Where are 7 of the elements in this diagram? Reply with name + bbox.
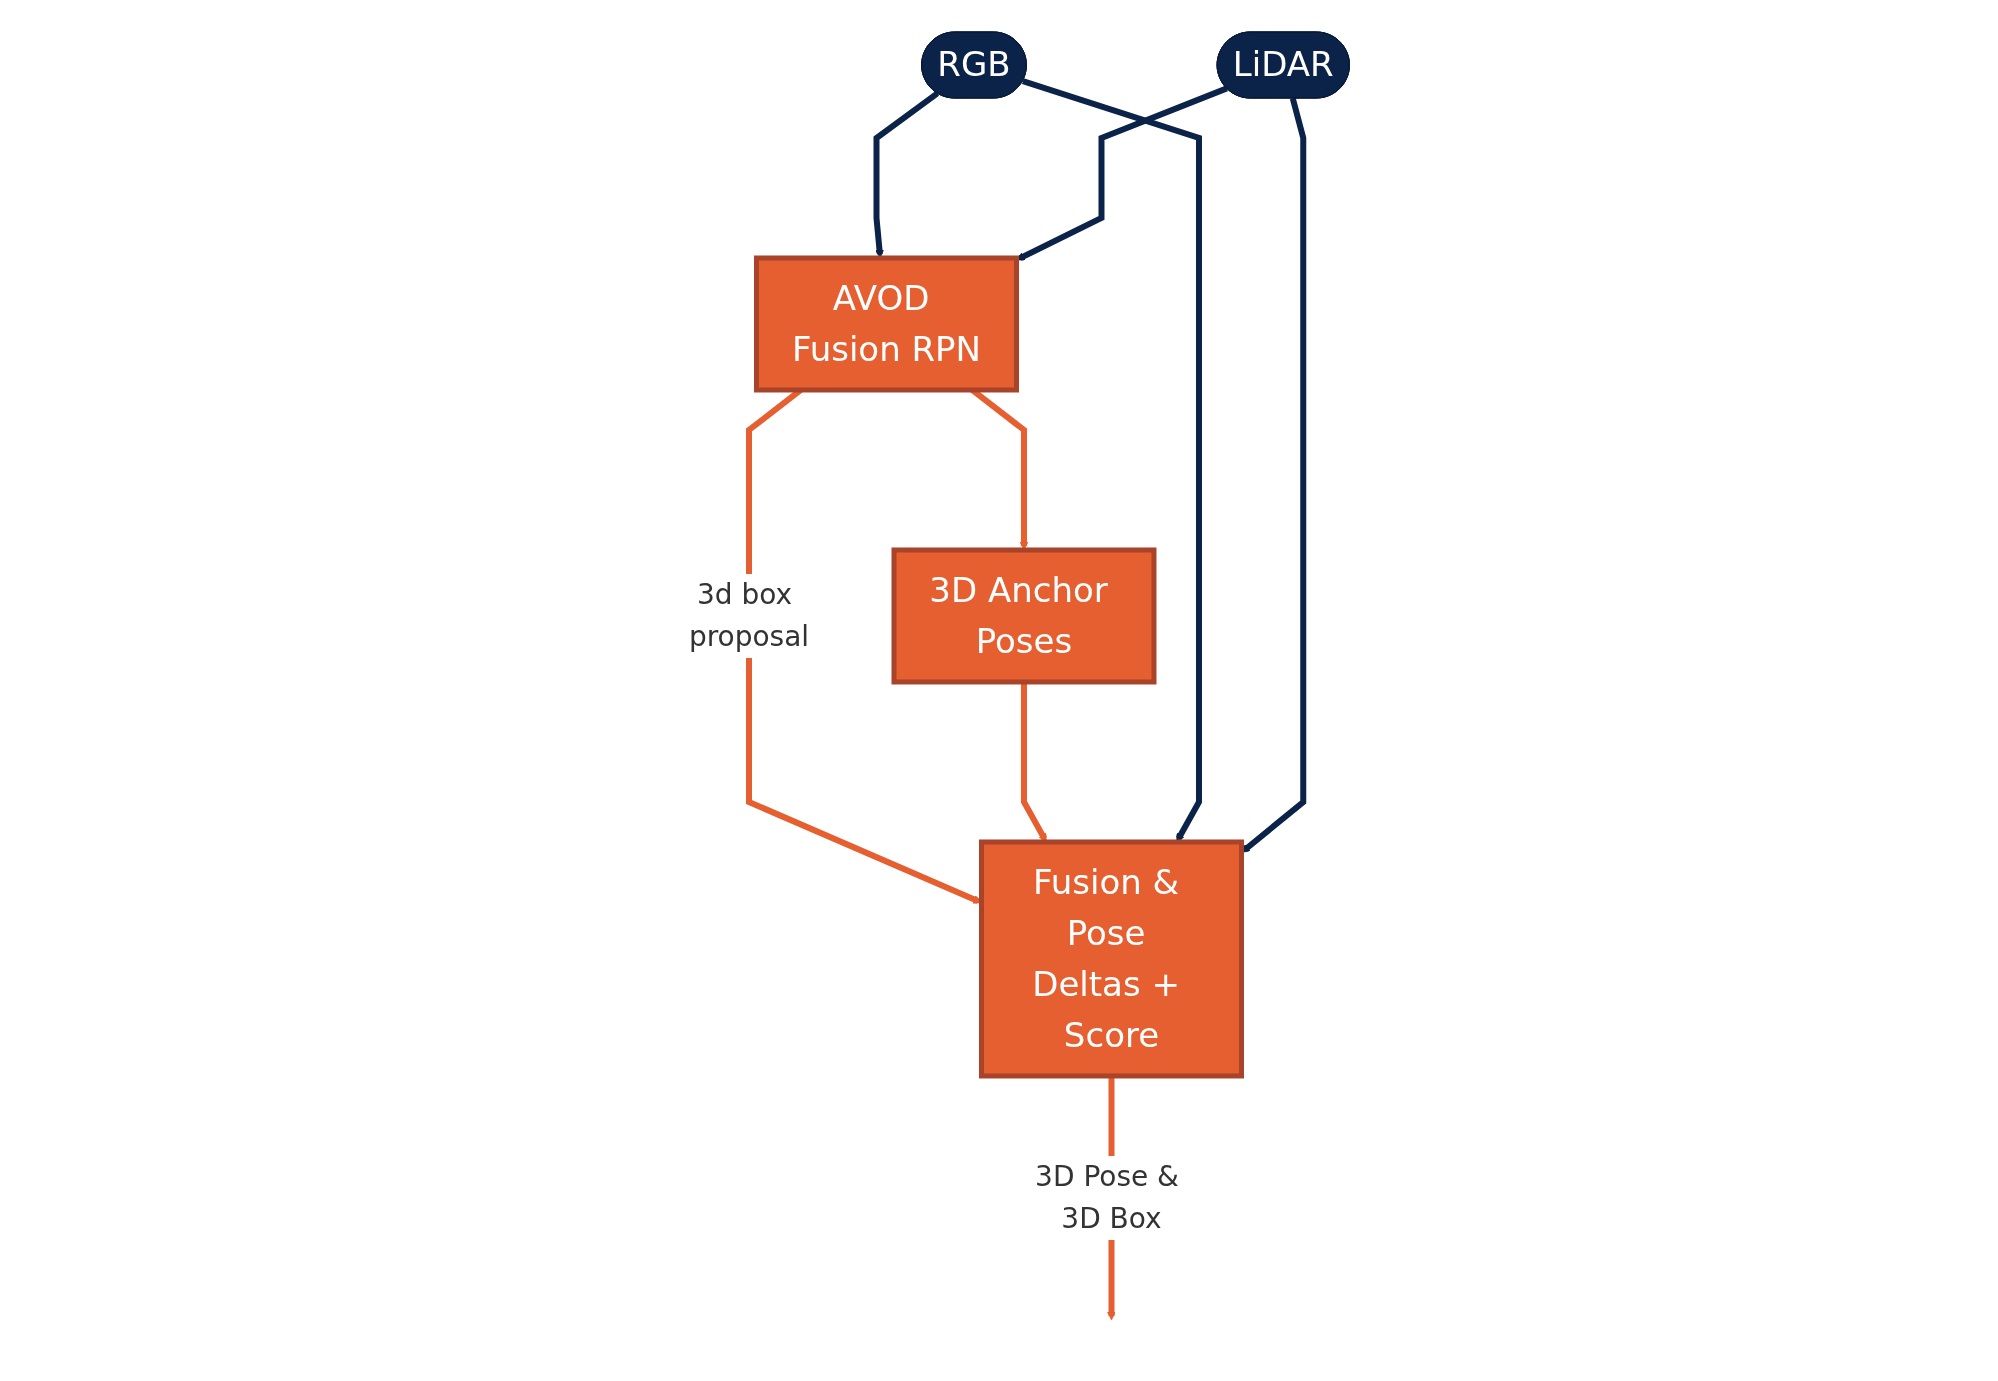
arrow bbox=[1021, 77, 1202, 842]
edge-label: 3D Pose & 3D Box bbox=[1034, 1159, 1179, 1235]
arrow bbox=[1020, 681, 1047, 842]
node-box: 3D Anchor Poses bbox=[891, 547, 1157, 684]
node-box: AVOD Fusion RPN bbox=[753, 255, 1019, 392]
node-box: Fusion & Pose Deltas + Score bbox=[978, 839, 1244, 1078]
edge-label: 3d box proposal bbox=[688, 577, 809, 653]
